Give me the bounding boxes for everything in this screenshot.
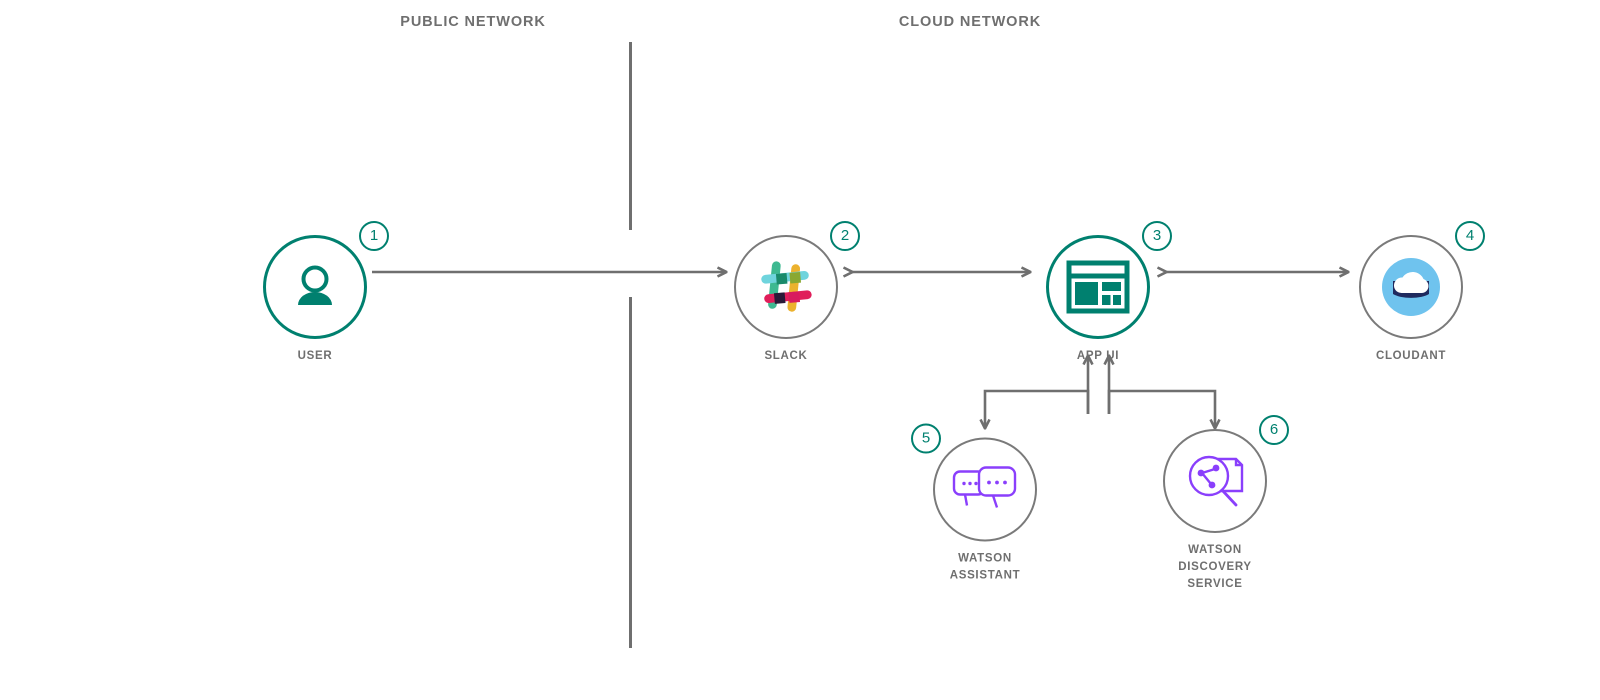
node-watson-discovery-circle: [1163, 429, 1267, 533]
browser-window-icon: [1066, 260, 1130, 314]
node-app-ui-label: APP UI: [1076, 350, 1120, 362]
node-watson-assistant[interactable]: 5 WATSON ASSISTANT: [890, 423, 1080, 585]
node-user-circle: [263, 235, 367, 339]
node-watson-discovery-label: WATSON DISCOVERY SERVICE: [1178, 544, 1252, 590]
node-app-ui-circle: [1046, 235, 1150, 339]
badge-user-number: 1: [359, 221, 389, 251]
node-cloudant[interactable]: 4 CLOUDANT: [1316, 221, 1506, 365]
user-icon: [287, 259, 343, 315]
cloudant-icon: [1374, 250, 1448, 324]
node-cloudant-circle: [1359, 235, 1463, 339]
zone-title-public-network: PUBLIC NETWORK: [400, 14, 546, 30]
magnifier-document-icon: [1184, 451, 1246, 511]
badge-watson-assistant-number: 5: [911, 423, 941, 454]
badge-cloudant-number: 4: [1455, 221, 1485, 251]
zone-title-cloud-network: CLOUD NETWORK: [898, 14, 1042, 30]
badge-watson-discovery-number: 6: [1259, 415, 1289, 445]
node-watson-assistant-label: WATSON ASSISTANT: [949, 552, 1021, 582]
node-watson-assistant-circle: [933, 437, 1037, 542]
connector-appui-to-assistant: [985, 356, 1088, 428]
node-slack[interactable]: 2 SLACK: [691, 221, 881, 365]
node-app-ui[interactable]: 3 APP UI: [1003, 221, 1193, 365]
node-slack-circle: [734, 235, 838, 339]
badge-slack-number: 2: [830, 221, 860, 251]
slack-icon: [755, 256, 817, 318]
chat-bubbles-icon: [951, 462, 1019, 518]
node-slack-label: SLACK: [764, 350, 808, 362]
badge-app-ui-number: 3: [1142, 221, 1172, 251]
node-cloudant-label: CLOUDANT: [1375, 350, 1447, 362]
node-user-label: USER: [297, 350, 333, 362]
connector-appui-to-discovery: [1109, 356, 1215, 428]
network-divider-lower: [629, 297, 632, 648]
node-user[interactable]: 1 USER: [220, 221, 410, 365]
network-divider-upper: [629, 42, 632, 230]
node-watson-discovery[interactable]: 6 WATSON DISCOVERY SERVICE: [1120, 415, 1310, 593]
